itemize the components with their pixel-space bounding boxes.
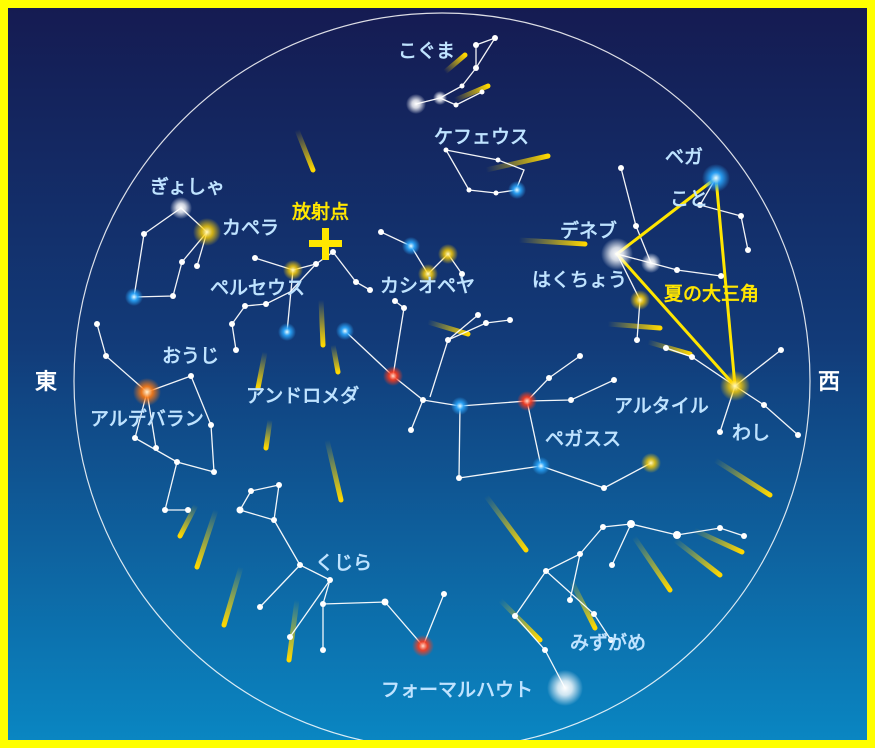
meteor-streak (330, 342, 341, 375)
label-gyosha: ぎょしゃ (150, 175, 225, 198)
summer-triangle-label: 夏の大三角 (664, 282, 759, 305)
radiant-cross-icon (309, 228, 342, 260)
meteor-streak (177, 502, 199, 539)
label-andromeda: アンドロメダ (246, 384, 359, 407)
small-stars (94, 35, 801, 653)
meteor-streak (286, 597, 300, 663)
meteor-streaks (177, 52, 773, 663)
meteor-streak (691, 527, 745, 555)
meteor-streak (442, 52, 468, 75)
meteor-streak (605, 321, 663, 331)
meteor-streak (318, 297, 326, 348)
meteor-streak (631, 534, 673, 593)
meteor-streak (672, 537, 723, 578)
summer-triangle (614, 175, 737, 391)
label-vega: ベガ (665, 146, 703, 168)
label-deneb: デネブ (560, 219, 617, 242)
direction-east: 東 (35, 370, 57, 395)
radiant-label: 放射点 (291, 200, 349, 223)
meteor-streak (221, 564, 244, 628)
meteor-streak (194, 507, 219, 570)
label-kogumaza: こぐま (398, 40, 455, 62)
meteor-streak (497, 597, 543, 643)
label-perseus: ペルセウス (210, 277, 305, 299)
meteor-streak (452, 83, 491, 103)
label-pegasus: ペガスス (545, 428, 621, 450)
meteor-streak (483, 493, 529, 553)
meteor-streak (483, 153, 551, 173)
meteor-streak (263, 417, 273, 451)
meteor-streak (425, 319, 471, 337)
label-koto: こと (670, 188, 708, 210)
meteor-streak (712, 457, 773, 498)
meteor-streak (516, 237, 588, 247)
meteor-streak (324, 437, 344, 503)
horizon-circle (73, 12, 811, 740)
label-kefeusu: ケフェウス (434, 126, 529, 148)
meteor-streak (255, 349, 268, 391)
label-cassiopeia: カシオペヤ (380, 275, 475, 297)
label-aldebaran: アルデバラン (90, 407, 204, 430)
label-altair: アルタイル (614, 395, 709, 417)
label-fomalhaut: フォーマルハウト (381, 679, 533, 701)
meteor-streak (294, 127, 316, 173)
label-ouji: おうじ (162, 345, 219, 367)
bright-stars (125, 91, 750, 706)
label-mizugame: みずがめ (570, 631, 646, 654)
label-kujira: くじら (315, 552, 372, 574)
label-washi: わし (732, 422, 770, 444)
label-capella: カペラ (222, 217, 279, 239)
direction-west: 西 (818, 370, 840, 395)
label-hakucho: はくちょう (532, 269, 627, 291)
